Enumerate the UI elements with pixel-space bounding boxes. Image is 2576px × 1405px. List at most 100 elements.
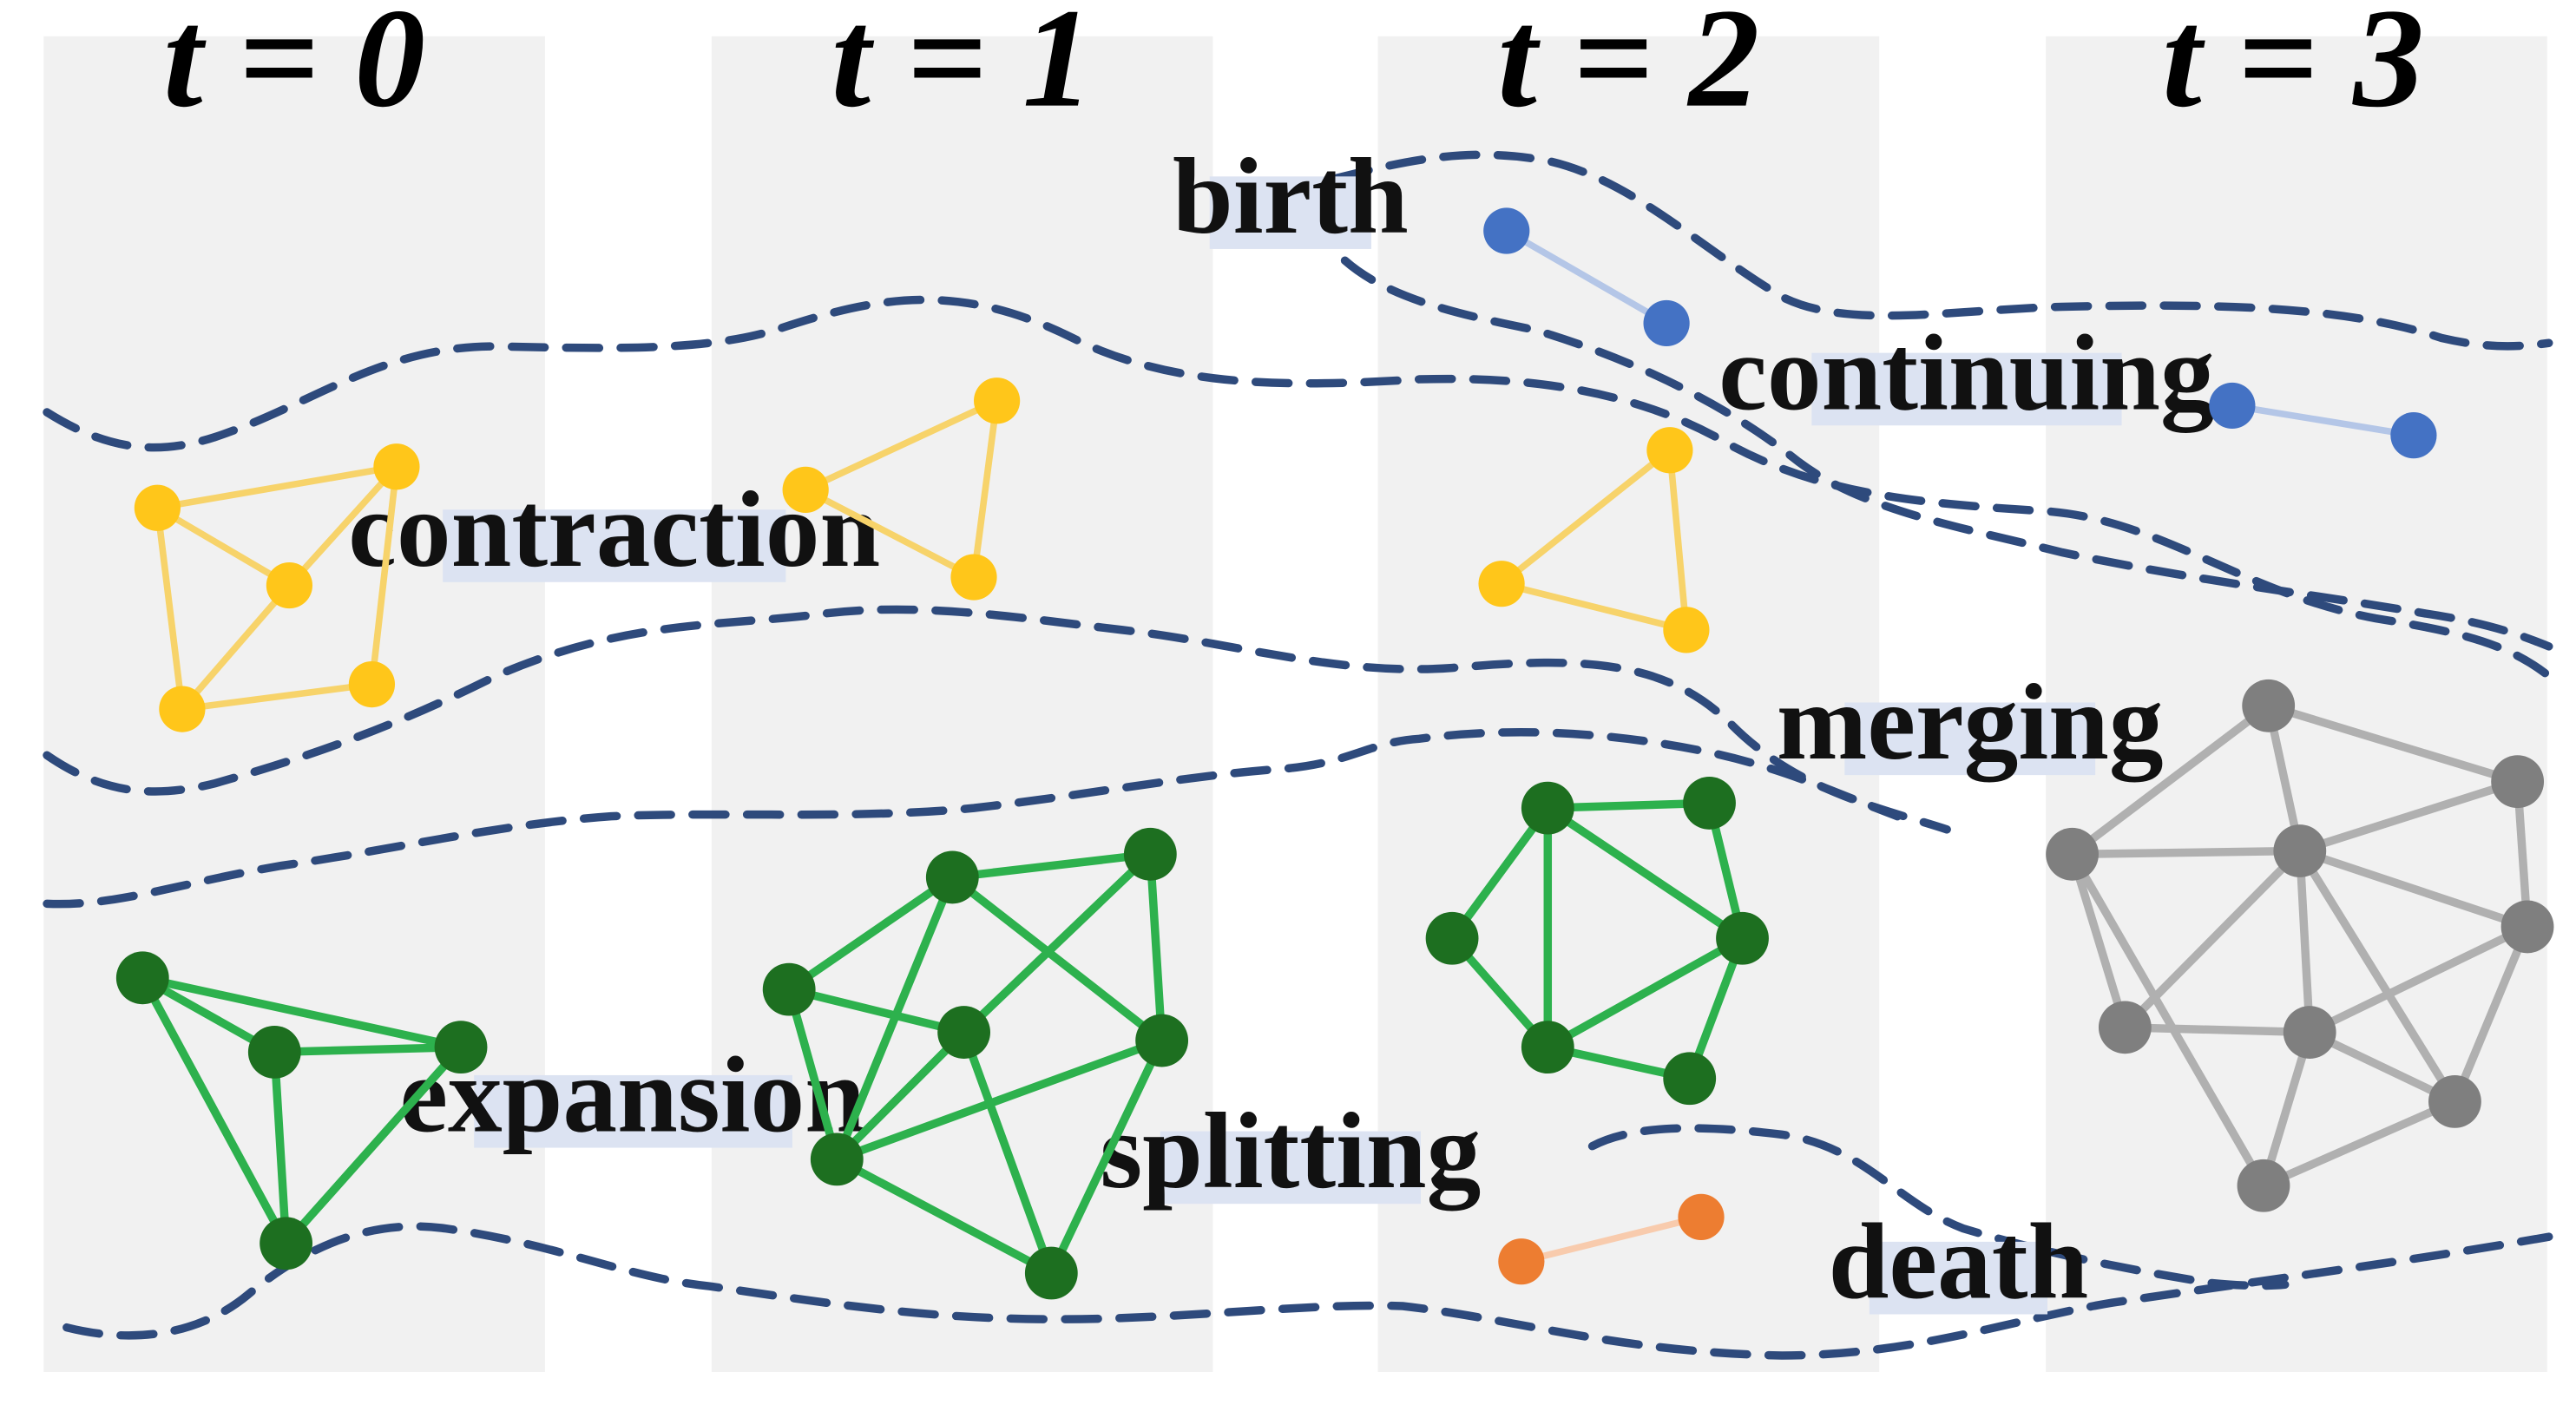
graph-node <box>2242 679 2296 732</box>
graph-node <box>1521 781 1574 835</box>
graph-edge <box>270 1047 291 1248</box>
graph-edge <box>2296 846 2314 1037</box>
graph-node <box>1663 1052 1717 1106</box>
graph-edge <box>179 680 376 712</box>
label-bg-contraction <box>443 509 786 582</box>
graph-node <box>348 660 396 708</box>
community-yellow-t0 <box>134 443 420 732</box>
time-columns <box>43 36 2547 1372</box>
graph-edge <box>959 850 1155 1037</box>
column-t1 <box>711 36 1213 1372</box>
graph-edge <box>1498 446 1673 588</box>
graph-edge <box>802 486 977 581</box>
graph-edge <box>2067 850 2130 1032</box>
graph-node <box>762 962 816 1016</box>
community-gray-t3 <box>2046 679 2554 1212</box>
graph-node <box>2390 412 2437 459</box>
graph-edge <box>138 974 465 1052</box>
graph-edge <box>948 850 1155 882</box>
boundary-green-top <box>43 728 1902 909</box>
graph-node <box>782 466 829 513</box>
graph-node <box>1683 777 1736 830</box>
column-t0 <box>43 36 545 1372</box>
graph-edge <box>2296 846 2532 931</box>
time-label-t0: t = 0 <box>163 0 425 137</box>
community-green-t1 <box>762 827 1189 1300</box>
event-continuing: continuing <box>1718 312 2215 433</box>
graph-edge <box>286 463 400 589</box>
graph-node <box>2283 1006 2336 1059</box>
graph-edge <box>1543 804 1747 942</box>
graph-edge <box>1518 1213 1705 1265</box>
graph-node <box>260 1217 313 1270</box>
graph-edge <box>1146 850 1166 1045</box>
graph-edge <box>138 974 291 1248</box>
graph-edge <box>154 463 400 512</box>
graph-node <box>1521 1021 1574 1074</box>
graph-edge <box>948 873 1166 1045</box>
graph-edge <box>2259 1097 2460 1191</box>
boundary-yellow-bottom <box>43 605 1951 834</box>
graph-edge <box>2305 1027 2460 1106</box>
graph-edge <box>970 397 1001 581</box>
label-bg-expansion <box>474 1074 792 1148</box>
column-t2 <box>1377 36 1880 1372</box>
time-headers: t = 0 t = 1 t = 2 t = 3 <box>163 0 2424 137</box>
graph-node <box>925 850 979 904</box>
boundary-death <box>1587 1124 2290 1290</box>
graph-node <box>937 1006 991 1059</box>
graph-edge <box>270 1042 465 1057</box>
graph-edge <box>2229 402 2417 439</box>
column-t3 <box>2046 36 2547 1372</box>
boundary-yellow-top <box>43 295 2553 680</box>
graph-node <box>1135 1014 1189 1067</box>
graph-node <box>2491 755 2545 809</box>
graph-edge <box>154 504 293 589</box>
graph-node <box>1478 561 1525 607</box>
community-yellow-t1 <box>782 378 1021 601</box>
time-label-t2: t = 2 <box>1497 0 1759 137</box>
graph-node <box>266 561 313 609</box>
graph-node <box>2428 1074 2481 1128</box>
graph-edge <box>832 1155 1056 1277</box>
graph-edge <box>281 1042 465 1248</box>
time-label-t3: t = 3 <box>2162 0 2424 137</box>
graph-edge <box>1543 798 1714 812</box>
graph-edge <box>154 504 186 712</box>
graph-node <box>2500 900 2554 954</box>
graph-edge <box>832 1027 969 1164</box>
graph-node <box>434 1021 488 1074</box>
time-label-t1: t = 1 <box>831 0 1094 137</box>
graph-node <box>159 686 206 732</box>
label-bg-splitting <box>1160 1131 1421 1205</box>
graph-edge <box>1047 1036 1166 1277</box>
event-merging: merging <box>1777 662 2164 783</box>
graph-edge <box>2067 850 2268 1191</box>
community-yellow-t2 <box>1478 427 1710 653</box>
graph-edge <box>2450 922 2532 1106</box>
event-labels: birth continuing contraction merging exp… <box>348 136 2214 1323</box>
graph-edge <box>832 873 957 1164</box>
graph-node <box>2046 827 2099 881</box>
graph-node <box>1024 1246 1078 1300</box>
graph-edge <box>1448 804 1553 942</box>
boundary-blue-top <box>1332 150 2553 351</box>
graph-edge <box>785 985 842 1164</box>
flow-boundaries <box>43 150 2553 1360</box>
graph-edge <box>1666 446 1690 634</box>
graph-node <box>134 484 181 531</box>
community-green-t2 <box>1425 777 1769 1106</box>
community-graphs <box>115 207 2554 1300</box>
graph-node <box>1483 207 1530 254</box>
graph-edge <box>2120 1023 2314 1037</box>
label-bg-birth <box>1209 176 1371 249</box>
graph-edge <box>2259 1027 2314 1191</box>
graph-node <box>2098 1001 2152 1054</box>
graph-edge <box>1498 580 1690 634</box>
graph-edge <box>832 1036 1166 1164</box>
graph-edge <box>2305 922 2532 1037</box>
graph-node <box>1498 1238 1545 1285</box>
community-green-t0 <box>115 951 488 1270</box>
community-blue-t3 <box>2209 382 2437 459</box>
graph-node <box>950 554 997 601</box>
